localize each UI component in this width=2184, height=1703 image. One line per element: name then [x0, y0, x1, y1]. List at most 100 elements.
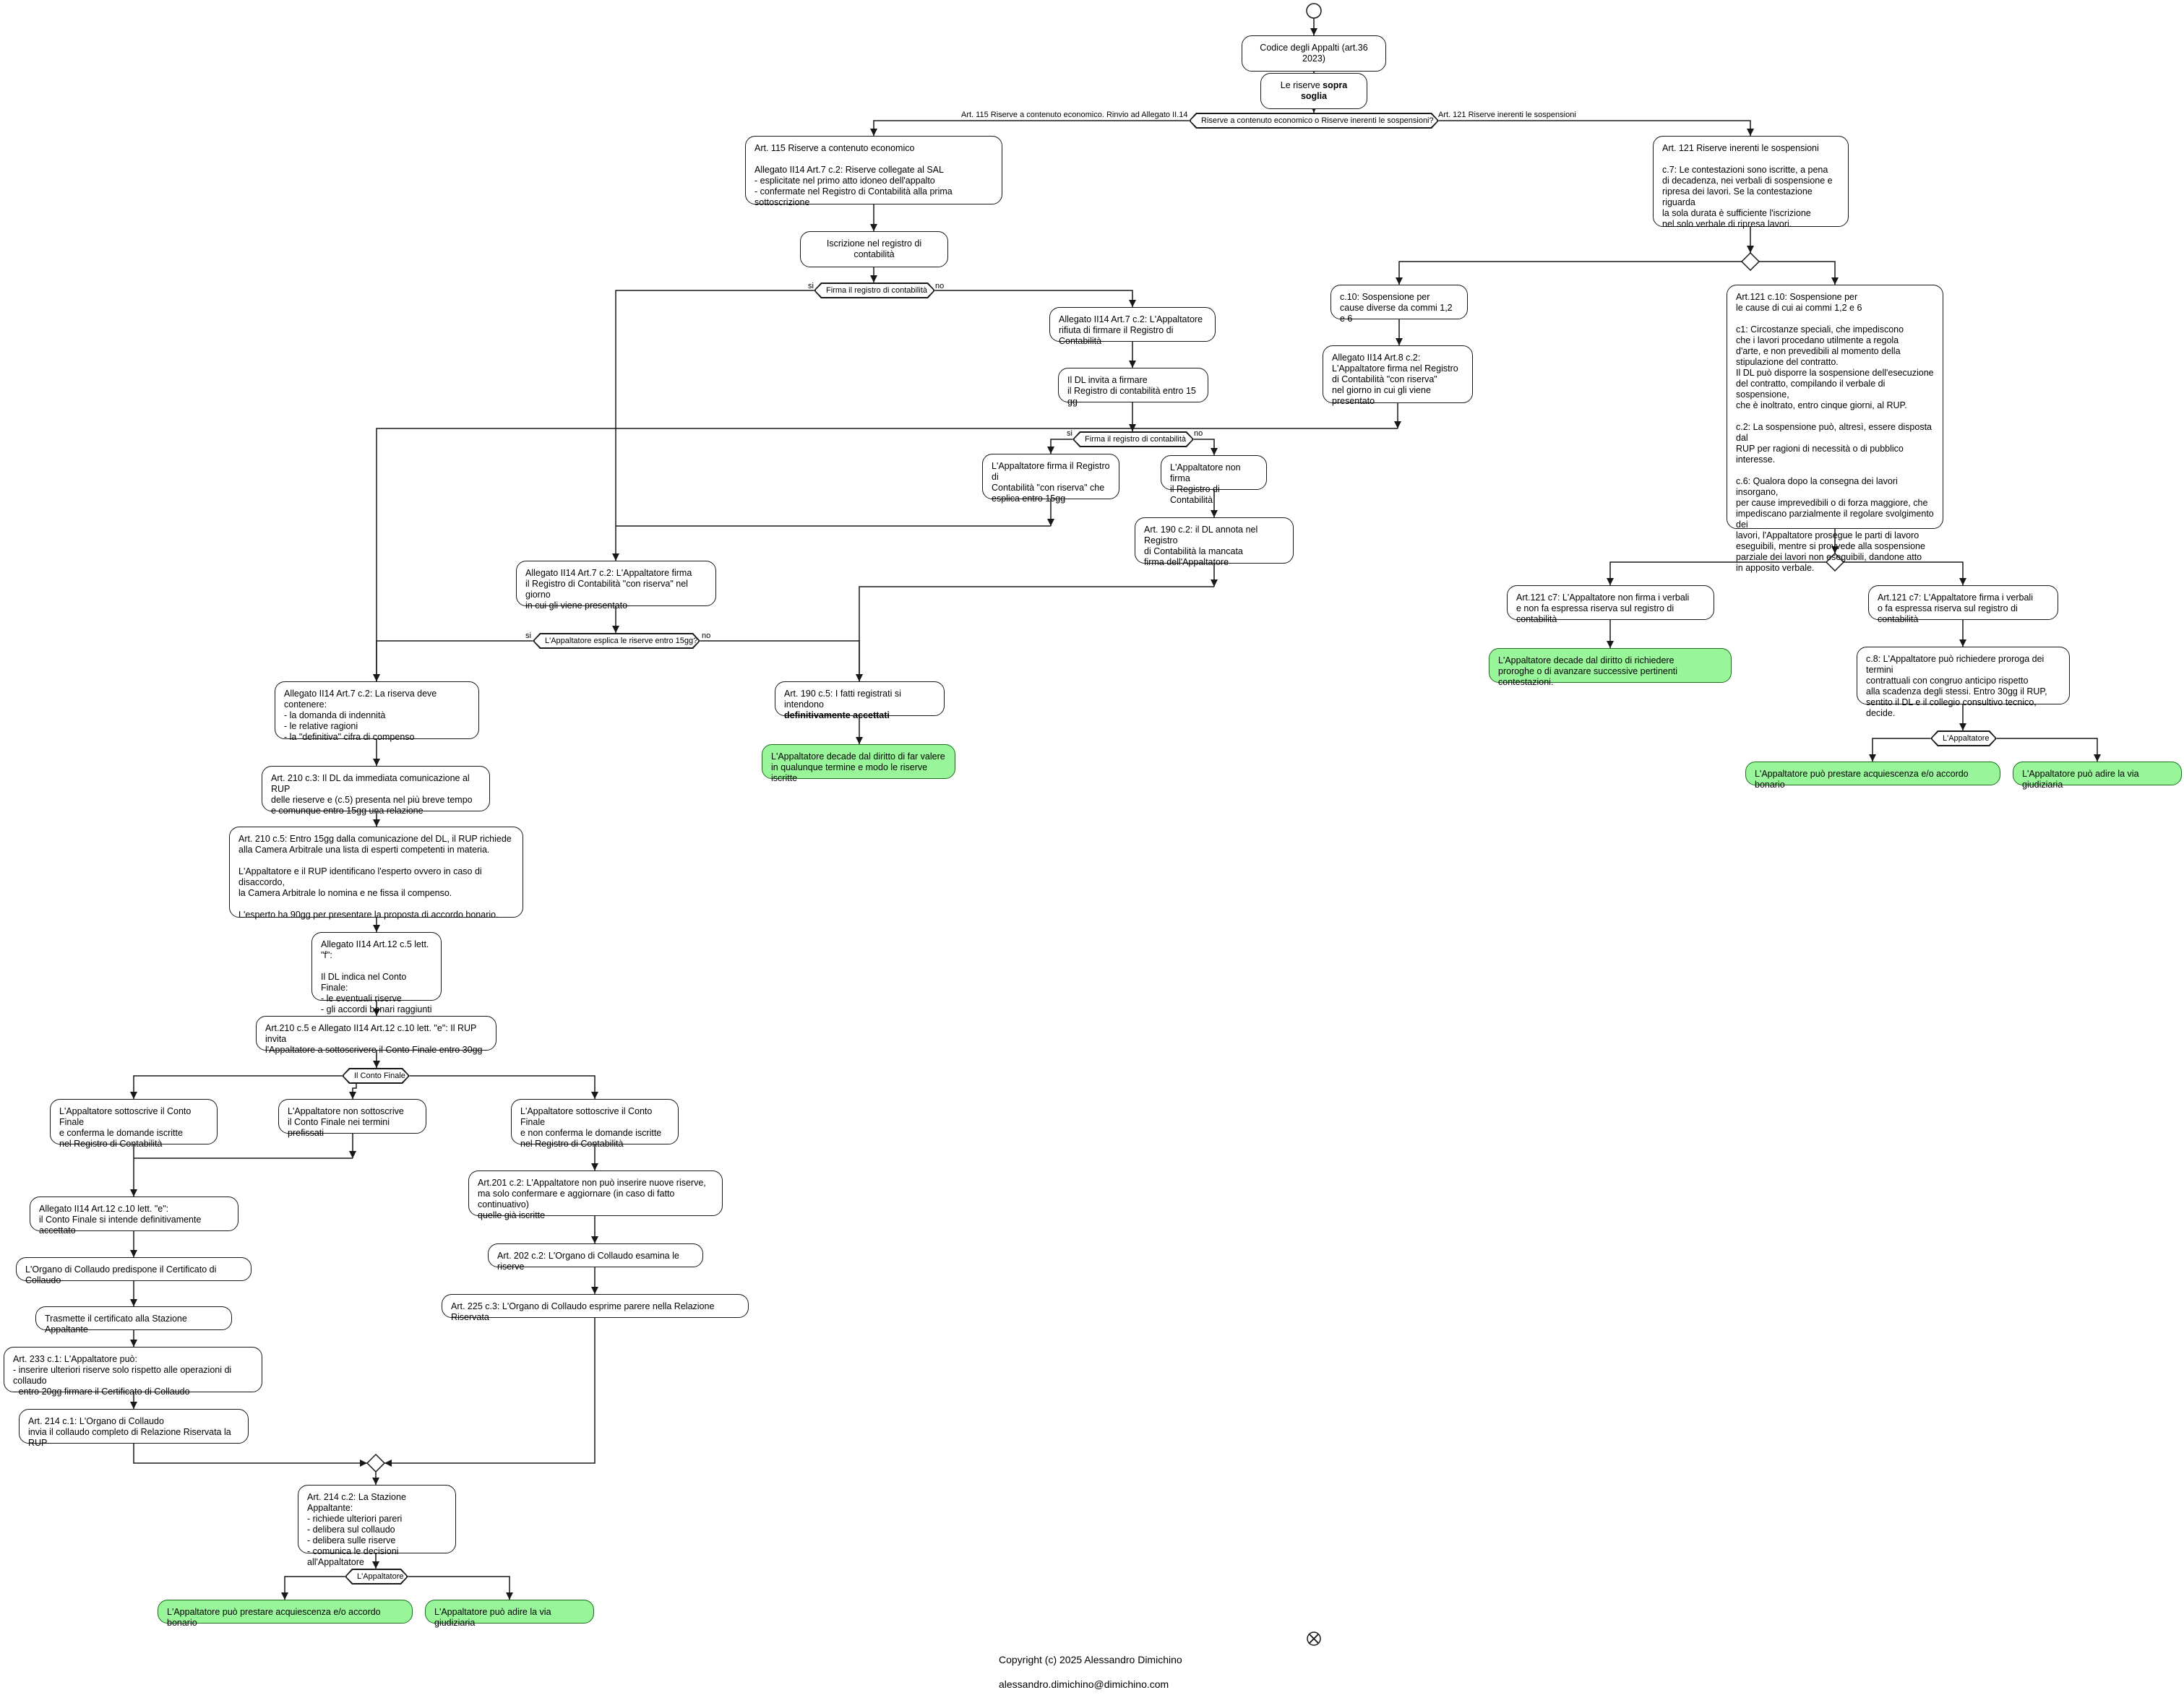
connector-line [133, 1444, 367, 1464]
c8-proroga-node: c.8: L'Appaltatore può richiedere prorog… [1857, 647, 2070, 718]
connector-line [1194, 439, 1215, 455]
art115-node: Art. 115 Riserve a contenuto economico A… [745, 136, 1002, 207]
decade-proroghe-terminal: L'Appaltatore decade dal diritto di rich… [1489, 648, 1732, 687]
connector-arrowhead [1959, 723, 1966, 730]
esplica-yes-label: si [525, 631, 531, 640]
connector-arrowhead [2094, 754, 2101, 762]
decision-conto-finale: Il Conto Finale [343, 1069, 408, 1083]
connector-line [700, 640, 860, 681]
connector-arrowhead [1047, 519, 1054, 526]
contenuto-riserva-node: Allegato II14 Art.7 c.2: La riserva deve… [275, 681, 479, 742]
decision-esplica-riserve: L'Appaltatore esplica le riserve entro 1… [534, 634, 699, 648]
art201-node: Art.201 c.2: L'Appaltatore non può inser… [468, 1170, 723, 1220]
connector-arrowhead [130, 1189, 137, 1197]
connector-line [1759, 261, 1836, 285]
riserve-prefix: Le riserve [1280, 80, 1323, 90]
firma1-no-label: no [935, 282, 945, 290]
connector-arrowhead [870, 224, 877, 231]
iscrizione-registro-node: Iscrizione nel registro di contabilità [800, 231, 948, 267]
connector-arrowhead [130, 1402, 137, 1409]
connector-arrowhead [591, 1092, 598, 1099]
art214-c2-node: Art. 214 c.2: La Stazione Appaltante: - … [298, 1485, 456, 1567]
connector-arrowhead [1747, 246, 1754, 253]
sopra-soglia-label: sopra soglia [1300, 80, 1348, 101]
connector-line [1398, 261, 1742, 285]
connector-arrowhead [1831, 546, 1839, 553]
connector-line [410, 1075, 596, 1099]
art225-node: Art. 225 c.3: L'Organo di Collaudo espri… [442, 1294, 749, 1322]
art190-c2-node: Art. 190 c.2: il DL annota nel Registro … [1135, 517, 1294, 567]
merge-diamond-icon [1825, 552, 1845, 572]
merge-diamond-icon [366, 1453, 386, 1473]
email-text: alessandro.dimichino@dimichino.com [999, 1678, 1169, 1690]
sottoscrive-non-conferma-node: L'Appaltatore sottoscrive il Conto Final… [511, 1099, 679, 1149]
c7-non-firma-node: Art.121 c7: L'Appaltatore non firma i ve… [1507, 585, 1714, 624]
connector-line [1872, 738, 1930, 762]
connector-arrowhead [591, 1236, 598, 1243]
connector-arrowhead [870, 275, 877, 283]
decision-firma-registro-2: Firma il registro di contabilità [1074, 432, 1192, 447]
art214-c1-node: Art. 214 c.1: L'Organo di Collaudo invia… [19, 1409, 249, 1448]
connector-arrowhead [1831, 277, 1839, 285]
connector-arrowhead [506, 1592, 513, 1600]
connector-line [615, 290, 814, 561]
connector-arrowhead [612, 553, 619, 561]
connector-arrowhead [856, 674, 863, 681]
start-node-icon [1306, 3, 1322, 19]
art190-c5-node: Art. 190 c.5: I fatti registrati si inte… [775, 681, 945, 720]
sottoscrive-conferma-node: L'Appaltatore sottoscrive il Conto Final… [50, 1099, 218, 1149]
art210-invita-conto-finale-node: Art.210 c.5 e Allegato II14 Art.12 c.10 … [256, 1016, 496, 1055]
connector-arrowhead [870, 129, 877, 136]
connector-arrowhead [384, 1460, 392, 1467]
art121-node: Art. 121 Riserve inerenti le sospensioni… [1653, 136, 1849, 229]
connector-arrowhead [373, 819, 380, 827]
art12-lett-f-node: Allegato II14 Art.12 c.5 lett. "f": Il D… [311, 932, 442, 1014]
rifiuta-firma-node: Allegato II14 Art.7 c.2: L'Appaltatore r… [1049, 307, 1216, 346]
connector-arrowhead [130, 1340, 137, 1347]
connector-arrowhead [1211, 510, 1218, 517]
connector-line [1439, 120, 1751, 136]
end-node-cross [1309, 1634, 1319, 1644]
firma-con-riserva-giorno-node: Allegato II14 Art.7 c.2: L'Appaltatore f… [516, 561, 716, 611]
connector-arrowhead [1129, 361, 1136, 368]
connector-arrowhead [373, 925, 380, 932]
connector-line [133, 1075, 342, 1099]
art190-c5-text: Art. 190 c.5: I fatti registrati si inte… [784, 689, 901, 710]
via-giudiziaria-terminal-left: L'Appaltatore può adire la via giudiziar… [425, 1600, 594, 1628]
decade-far-valere-terminal: L'Appaltatore decade dal diritto di far … [762, 744, 955, 783]
connector-arrowhead [372, 1561, 379, 1569]
connector-arrowhead [373, 674, 380, 681]
firma2-no-label: no [1194, 429, 1203, 438]
c10-cause-diverse-node: c.10: Sospensione per cause diverse da c… [1330, 285, 1468, 324]
connector-arrowhead [130, 1299, 137, 1306]
connector-arrowhead [1607, 641, 1614, 648]
art8-c2-node: Allegato II14 Art.8 c.2: L'Appaltatore f… [1323, 345, 1473, 406]
connector-line [1997, 738, 2098, 762]
esplica-no-label: no [702, 631, 711, 640]
art121-c10-node: Art.121 c.10: Sospensione per le cause d… [1727, 285, 1943, 573]
connector-arrowhead [372, 1478, 379, 1485]
connector-arrowhead [281, 1592, 288, 1600]
connector-arrowhead [349, 1151, 356, 1158]
connector-line [376, 640, 533, 681]
via-giudiziaria-terminal-right: L'Appaltatore può adire la via giudiziar… [2013, 762, 2182, 790]
connector-arrowhead [1211, 448, 1218, 455]
connector-arrowhead [856, 737, 863, 744]
connector-arrowhead [1310, 28, 1317, 35]
connector-arrowhead [612, 626, 619, 633]
decision-firma-registro-1: Firma il registro di contabilità [815, 283, 934, 298]
merge-diamond-icon [1740, 251, 1760, 272]
connector-arrowhead [1394, 421, 1401, 428]
firma-con-riserva-15gg-node: L'Appaltatore firma il Registro di Conta… [982, 454, 1119, 504]
connector-line [935, 290, 1133, 307]
connector-line [1844, 561, 1964, 585]
c7-firma-node: Art.121 c7: L'Appaltatore firma i verbal… [1868, 585, 2058, 624]
connector-arrowhead [373, 1009, 380, 1016]
copyright-text: Copyright (c) 2025 Alessandro Dimichino [999, 1654, 1182, 1665]
connector-line [1609, 561, 1826, 585]
connector-arrowhead [1396, 277, 1403, 285]
connector-arrowhead [591, 1163, 598, 1170]
non-firma-node: L'Appaltatore non firma il Registro di C… [1161, 455, 1267, 505]
